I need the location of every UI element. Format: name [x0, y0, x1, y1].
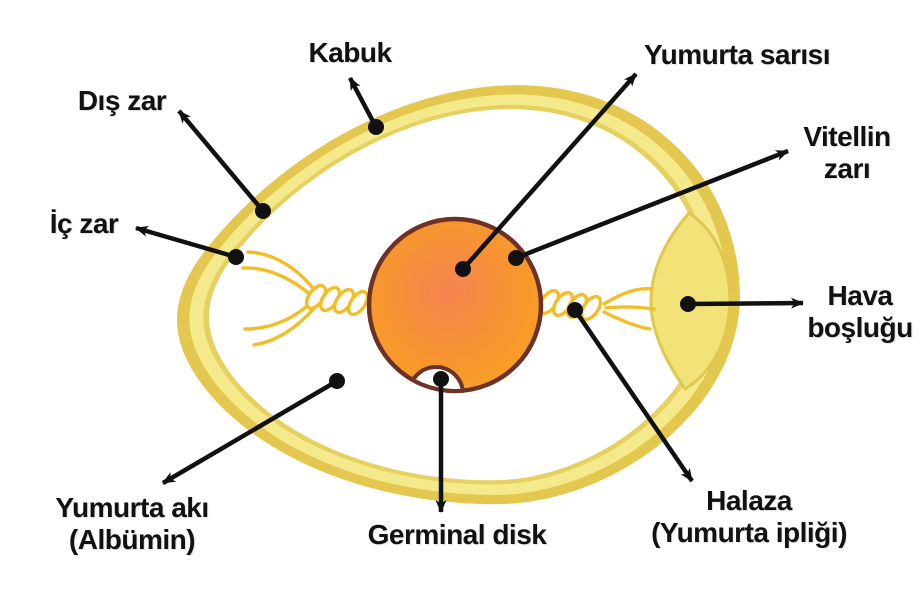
label-hava-boslugu: Hava boşluğu — [807, 280, 913, 344]
label-vitellin-zari-line1: Vitellin — [803, 121, 891, 152]
yolk-group — [366, 216, 544, 394]
marker-dot-yumurta-sarisi — [455, 261, 471, 277]
chalaza-left-strand — [246, 250, 318, 294]
leader-yumurta-aki — [161, 373, 345, 485]
label-germinal-disk: Germinal disk — [367, 519, 547, 550]
label-yumurta-aki: Yumurta akı (Albümin) — [55, 492, 209, 556]
label-dis-zar: Dış zar — [77, 85, 167, 116]
leader-germinal-disk — [433, 371, 449, 513]
label-yumurta-aki-line1: Yumurta akı — [55, 492, 209, 523]
marker-dot-dis-zar — [255, 203, 271, 219]
label-hava-boslugu-line2: boşluğu — [807, 312, 913, 343]
chalaza-left-strand — [252, 304, 318, 347]
leader-kabuk — [348, 76, 384, 135]
label-kabuk: Kabuk — [308, 37, 392, 68]
label-vitellin-zari-line2: zarı — [823, 153, 871, 184]
label-halaza-line1: Halaza — [706, 485, 792, 516]
label-halaza: Halaza (Yumurta ipliği) — [651, 485, 847, 549]
label-hava-boslugu-line1: Hava — [827, 280, 893, 311]
leader-hava-boslugu — [680, 296, 804, 312]
leader-yumurta-sarisi — [455, 72, 638, 277]
chalaza-right-strand — [602, 286, 654, 306]
marker-dot-vitellin-zari — [508, 250, 524, 266]
marker-dot-kabuk — [368, 119, 384, 135]
marker-dot-hava-boslugu — [680, 296, 696, 312]
label-ic-zar: İç zar — [49, 208, 119, 239]
leader-dis-zar — [177, 109, 271, 219]
marker-dot-ic-zar — [228, 249, 244, 265]
yolk-circle — [366, 216, 544, 394]
chalaza-twist — [346, 289, 370, 317]
marker-dot-yumurta-aki — [329, 373, 345, 389]
leader-ic-zar — [135, 225, 244, 265]
chalaza-left — [241, 250, 370, 347]
marker-dot-halaza — [567, 302, 583, 318]
label-yumurta-aki-line2: (Albümin) — [68, 524, 196, 555]
label-vitellin-zari: Vitellin zarı — [803, 121, 891, 185]
label-yumurta-sarisi: Yumurta sarısı — [644, 39, 830, 70]
leader-vitellin-zari — [508, 148, 789, 266]
chalaza-left-strand — [241, 266, 314, 298]
chalaza-right-strand — [602, 310, 652, 331]
germinal-disk-shape — [407, 365, 465, 389]
leader-halaza — [567, 302, 694, 483]
label-halaza-line2: (Yumurta ipliği) — [651, 517, 847, 548]
chalaza-right-strand — [604, 305, 656, 311]
marker-dot-germinal-disk — [433, 371, 449, 387]
